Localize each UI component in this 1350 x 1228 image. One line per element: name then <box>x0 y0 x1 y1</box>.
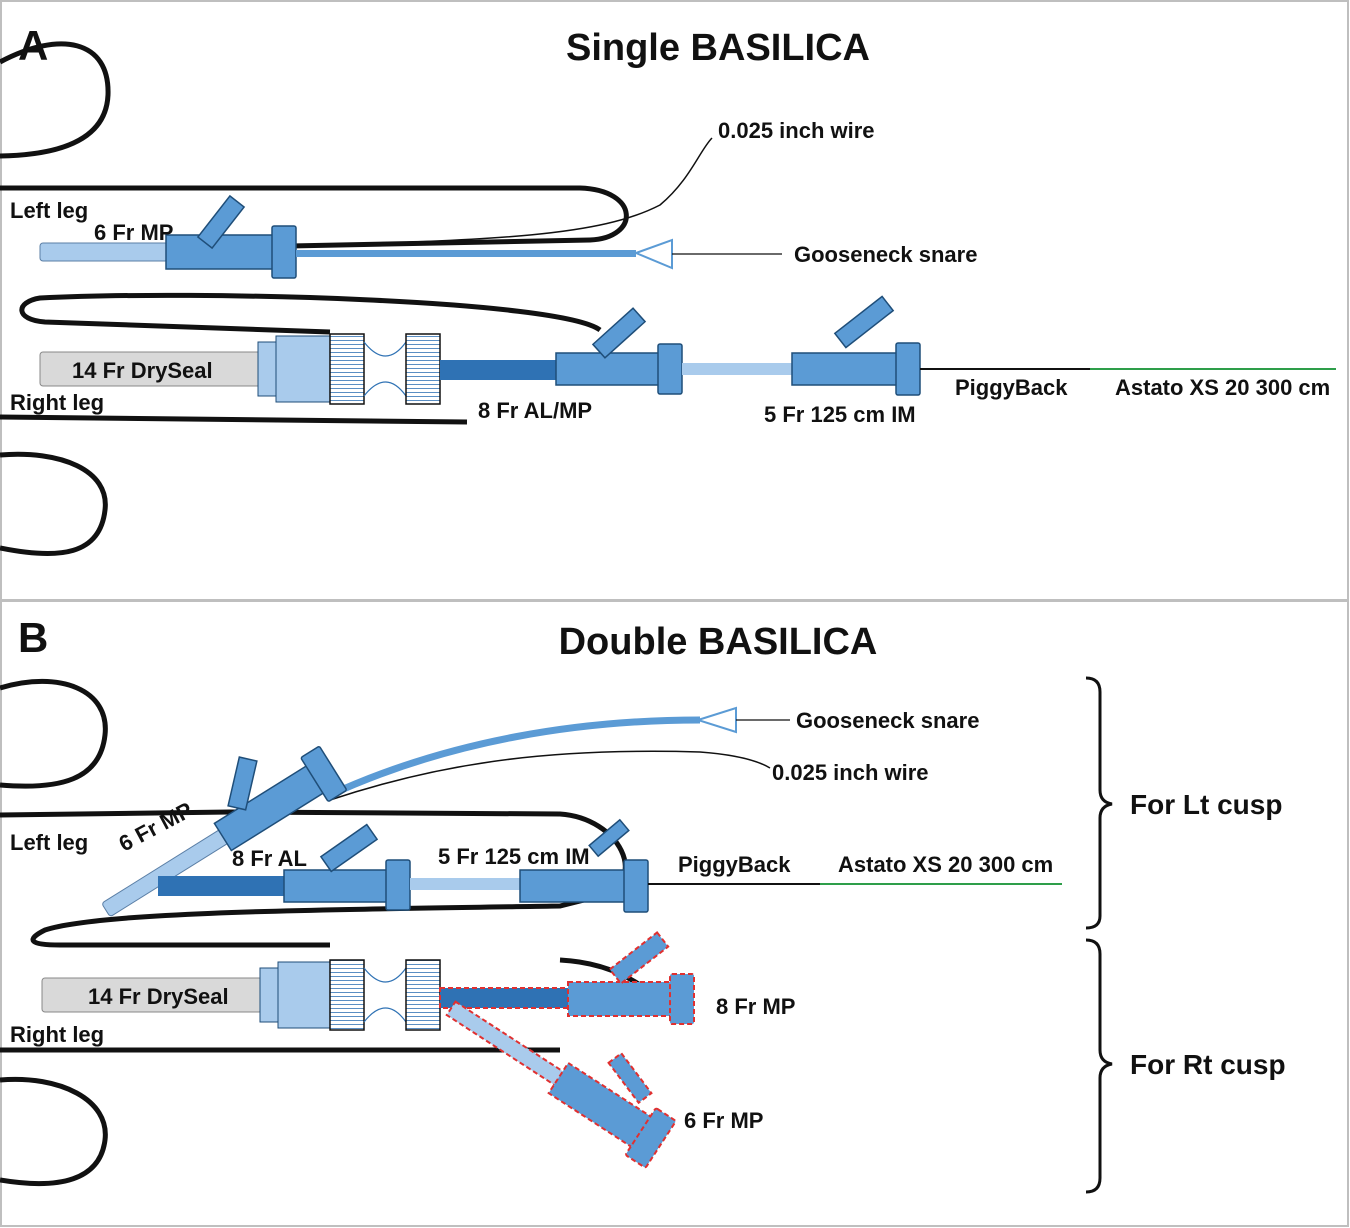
panel-b: B Double BASILICA Gooseneck snare <box>0 614 1286 1194</box>
five-fr-label-b: 5 Fr 125 cm IM <box>438 844 590 869</box>
eight-fr-shaft-a <box>440 360 558 380</box>
snare-catheter-b <box>328 716 701 799</box>
eight-fr-hub-a <box>555 352 661 386</box>
dryseal-valve-bulge <box>363 341 407 397</box>
guidewire-loop-bottom <box>0 451 108 557</box>
brace-lt-label: For Lt cusp <box>1130 789 1282 820</box>
panel-a: A Single BASILICA 0.025 inch wire Goosen… <box>0 22 1336 557</box>
six-fr-mp-rt <box>445 1000 677 1169</box>
piggyback-label-a: PiggyBack <box>955 375 1068 400</box>
eight-fr-label-a: 8 Fr AL/MP <box>478 398 592 423</box>
guidewire-mid-loop <box>19 292 602 335</box>
five-fr-sideport-a <box>833 295 895 349</box>
eight-fr-cap-a <box>657 343 683 395</box>
astato-label-a: Astato XS 20 300 cm <box>1115 375 1330 400</box>
six-fr-mp-b <box>102 746 347 917</box>
guidewire-loop-top <box>0 41 111 159</box>
five-fr-cap-b <box>623 859 649 913</box>
six-fr-mp-rt-label-b: 6 Fr MP <box>684 1108 763 1133</box>
left-leg-label-a: Left leg <box>10 198 88 223</box>
six-fr-mp-label-b: 6 Fr MP <box>115 797 197 856</box>
six-fr-mp-shaft <box>296 250 636 257</box>
eight-fr-al-shaft-b <box>158 876 286 896</box>
eight-fr-mp-rt <box>439 931 695 1025</box>
six-fr-mp-tail <box>39 242 169 262</box>
dryseal-hub <box>257 341 279 397</box>
snare-label-b: Gooseneck snare <box>796 708 979 733</box>
eight-fr-al-cap-b <box>385 859 411 911</box>
brace-rt-cusp <box>1085 938 1113 1194</box>
dryseal-valve-bulge-b <box>363 967 407 1023</box>
eight-fr-al-hub-b <box>283 869 389 903</box>
eight-fr-sideport-a <box>591 307 647 359</box>
five-fr-hub-a <box>791 352 899 386</box>
five-fr-shaft-b <box>410 878 522 890</box>
gooseneck-snare-a <box>633 238 673 270</box>
dryseal-hub2 <box>275 335 333 403</box>
dryseal-label-a: 14 Fr DrySeal <box>72 358 213 383</box>
dryseal-hub2-b <box>277 961 333 1029</box>
dryseal-valve-left-b <box>329 959 365 1031</box>
dryseal-hub-b <box>259 967 281 1023</box>
dryseal-label-b: 14 Fr DrySeal <box>88 984 229 1009</box>
eight-fr-mp-label-b: 8 Fr MP <box>716 994 795 1019</box>
panel-b-frame <box>0 600 1349 1227</box>
dryseal-valve-left <box>329 333 365 405</box>
dryseal-valve-right <box>405 333 441 405</box>
right-leg-label-b: Right leg <box>10 1022 104 1047</box>
eight-fr-al-label-b: 8 Fr AL <box>232 846 307 871</box>
wire-label-b: 0.025 inch wire <box>772 760 929 785</box>
six-fr-mp-sideport <box>196 194 246 250</box>
five-fr-shaft-a <box>682 363 794 375</box>
guidewire-loop-bottom-b <box>0 1076 108 1187</box>
guidewire-loop-top-b <box>0 678 108 789</box>
brace-lt-cusp <box>1085 676 1113 930</box>
left-leg-label-b: Left leg <box>10 830 88 855</box>
panel-b-letter: B <box>18 614 48 661</box>
guidewire-left-leg-loop-b <box>0 809 628 948</box>
panel-a-title: Single BASILICA <box>566 27 870 69</box>
thin-wire <box>289 137 713 247</box>
five-fr-sideport-b <box>588 818 630 858</box>
snare-label-a: Gooseneck snare <box>794 242 977 267</box>
astato-label-b: Astato XS 20 300 cm <box>838 852 1053 877</box>
guidewire-left-leg-loop <box>0 185 629 249</box>
piggyback-label-b: PiggyBack <box>678 852 791 877</box>
brace-rt-label: For Rt cusp <box>1130 1049 1286 1080</box>
wire-label-a: 0.025 inch wire <box>718 118 875 143</box>
panel-b-title: Double BASILICA <box>559 621 878 663</box>
dryseal-valve-right-b <box>405 959 441 1031</box>
gooseneck-snare-b <box>694 706 737 734</box>
panel-a-frame <box>0 0 1349 601</box>
eight-fr-al-sideport-b <box>319 823 379 873</box>
thin-wire-b <box>329 750 771 801</box>
six-fr-mp-hub <box>165 234 277 270</box>
right-leg-label-a: Right leg <box>10 390 104 415</box>
guidewire-right-leg <box>0 414 468 425</box>
five-fr-cap-a <box>895 342 921 396</box>
six-fr-mp-cap <box>271 225 297 279</box>
six-fr-mp-label-a: 6 Fr MP <box>94 220 173 245</box>
five-fr-label-a: 5 Fr 125 cm IM <box>764 402 916 427</box>
five-fr-hub-b <box>519 869 627 903</box>
